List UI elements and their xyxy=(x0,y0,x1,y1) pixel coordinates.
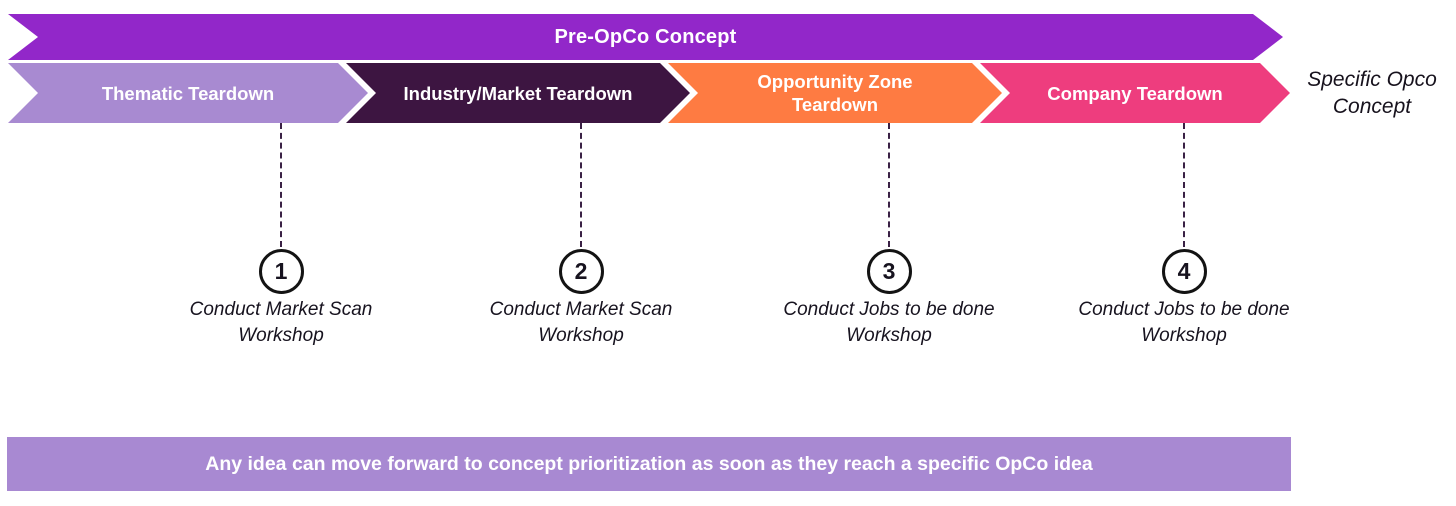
step-number: 1 xyxy=(274,258,288,284)
step-column-4: 4 Conduct Jobs to be done Workshop xyxy=(1044,123,1324,349)
stage-label: Company Teardown xyxy=(1047,82,1223,104)
footer-banner: Any idea can move forward to concept pri… xyxy=(7,437,1291,491)
stage-label: Thematic Teardown xyxy=(101,82,275,104)
stage-label: Industry/Market Teardown xyxy=(403,82,633,104)
step-caption: Conduct Market Scan Workshop xyxy=(489,299,673,346)
dashed-connector-line xyxy=(280,123,282,247)
step-column-2: 2 Conduct Market Scan Workshop xyxy=(441,123,721,349)
step-number-circle: 1 xyxy=(258,249,304,294)
step-number: 2 xyxy=(574,258,588,284)
step-number-circle: 4 xyxy=(1161,249,1207,294)
dashed-connector-line xyxy=(888,123,890,247)
step-number-circle: 2 xyxy=(558,249,604,294)
stage-chevron-company-teardown: Company Teardown xyxy=(980,63,1290,123)
step-number: 4 xyxy=(1177,258,1191,284)
step-number-circle: 3 xyxy=(866,249,912,294)
stage-chevron-thematic-teardown: Thematic Teardown xyxy=(8,63,368,123)
outcome-label: Specific Opco Concept xyxy=(1307,68,1437,118)
stage-label: Opportunity Zone Teardown xyxy=(757,71,913,115)
pre-opco-banner-arrow: Pre-OpCo Concept xyxy=(8,14,1283,60)
stage-chevron-opportunity-zone-teardown: Opportunity Zone Teardown xyxy=(668,63,1002,123)
pre-opco-banner-label: Pre-OpCo Concept xyxy=(554,25,737,48)
step-number: 3 xyxy=(882,258,896,284)
dashed-connector-line xyxy=(580,123,582,247)
dashed-connector-line xyxy=(1183,123,1185,247)
step-column-1: 1 Conduct Market Scan Workshop xyxy=(141,123,421,349)
step-column-3: 3 Conduct Jobs to be done Workshop xyxy=(749,123,1029,349)
footer-label: Any idea can move forward to concept pri… xyxy=(205,452,1093,475)
step-caption: Conduct Jobs to be done Workshop xyxy=(783,299,995,346)
step-caption: Conduct Jobs to be done Workshop xyxy=(1078,299,1290,346)
stage-chevron-industry-market-teardown: Industry/Market Teardown xyxy=(346,63,690,123)
step-caption: Conduct Market Scan Workshop xyxy=(189,299,373,346)
